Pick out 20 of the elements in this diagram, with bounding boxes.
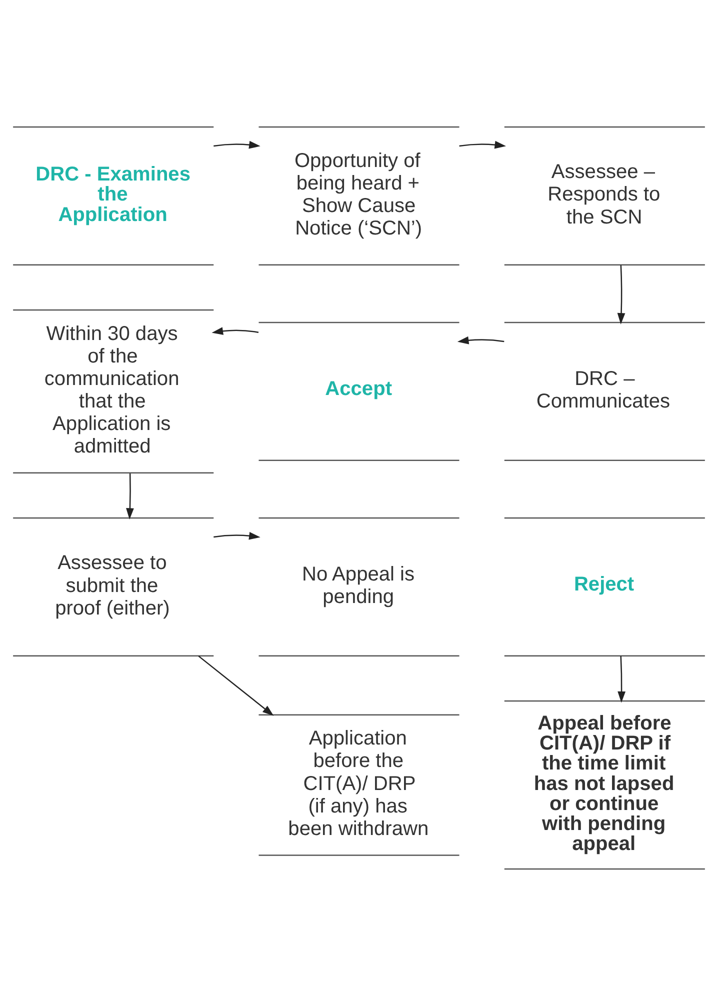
arrow (126, 473, 134, 520)
node-text: DRC - Examines the Application (36, 164, 190, 226)
node-text: Application before the CIT(A)/ DRP (if any) has been withdrawn (288, 728, 429, 840)
arrow (212, 327, 259, 335)
arrow (198, 656, 274, 716)
node-text: Appeal before CIT(A)/ DRP if the time limit has not lapsed or continue with pending appeal (534, 712, 674, 855)
arrow (457, 336, 504, 344)
node-text: DRC – Communicates (536, 368, 670, 413)
arrow (214, 532, 260, 540)
arrow (459, 140, 506, 149)
arrow (617, 265, 626, 324)
arrow (618, 656, 626, 703)
node-text: Opportunity of being heard + Show Cause Notice (‘SCN’) (294, 150, 422, 240)
node-text: Assessee to submit the proof (either) (55, 552, 170, 620)
arrow (214, 140, 260, 149)
node-text: Assessee – Responds to the SCN (548, 161, 660, 228)
node-text: No Appeal is pending (302, 563, 415, 608)
node-text: Within 30 days of the communication that the Application is admitted (44, 322, 180, 458)
node-text: Reject (574, 573, 634, 596)
node-text: Accept (325, 378, 392, 400)
